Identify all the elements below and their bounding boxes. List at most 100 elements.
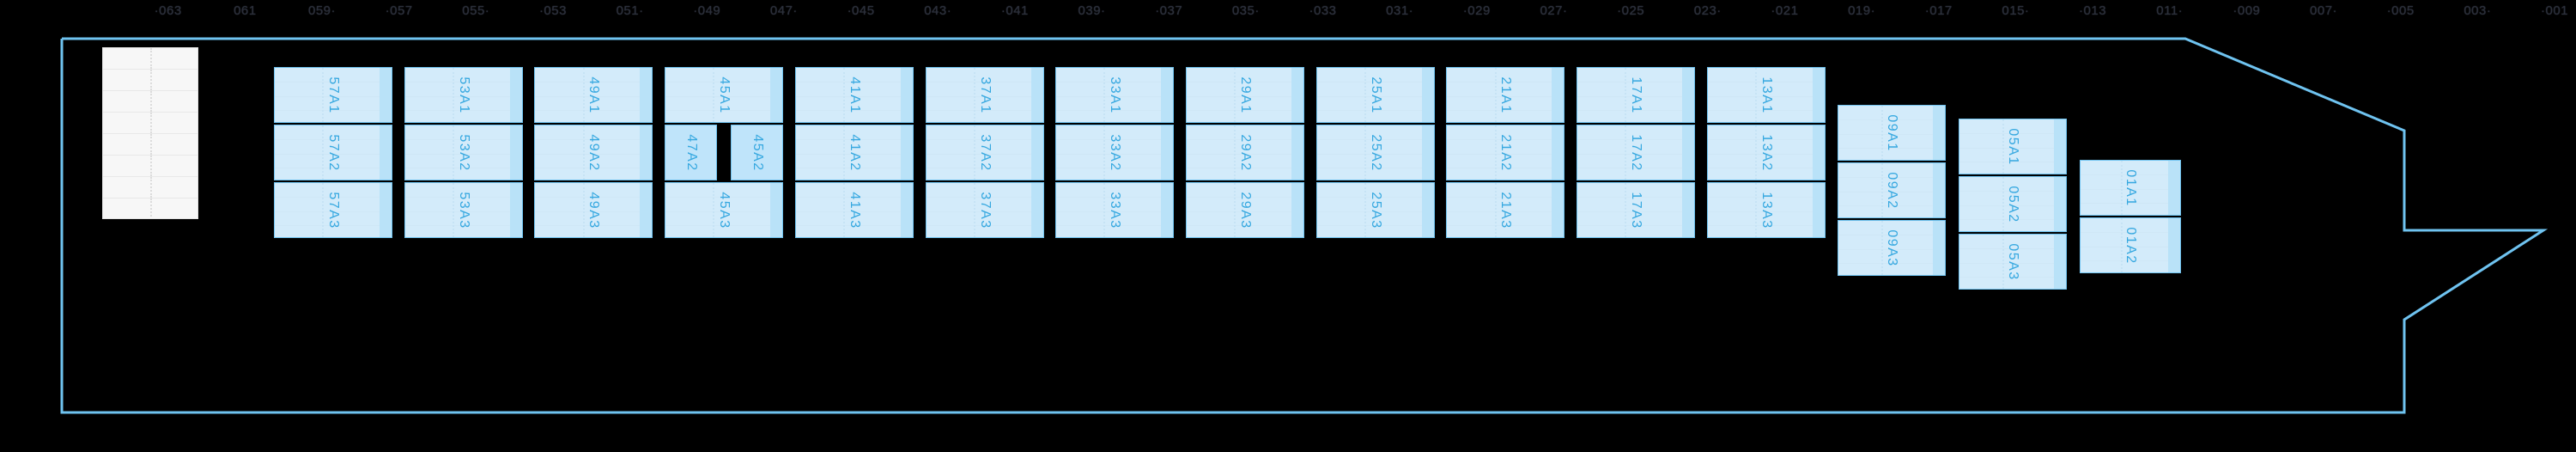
bay-number-label: ·001: [2540, 3, 2569, 18]
slot-divider: [1187, 139, 1303, 141]
container-cell-label: 29A2: [1237, 133, 1253, 172]
container-cell[interactable]: 41A2: [794, 125, 914, 180]
bay-49[interactable]: 49A1 49A2 49A3: [534, 67, 653, 240]
container-cell-label: 45A1: [717, 76, 732, 114]
container-cell[interactable]: 53A1: [404, 67, 523, 123]
slot-divider: [1959, 262, 2066, 264]
container-cell-label: 13A3: [1759, 191, 1774, 229]
deckhouse-centerline: [149, 48, 152, 69]
container-cell[interactable]: 41A1: [794, 67, 914, 123]
cell-centerline: [322, 125, 325, 180]
slot-divider: [1056, 224, 1174, 226]
container-cell[interactable]: 49A3: [534, 182, 653, 238]
container-cell[interactable]: 33A1: [1055, 67, 1175, 123]
slot-divider: [1577, 109, 1695, 111]
container-cell-label: 53A1: [456, 76, 471, 114]
container-cell[interactable]: 45A1: [665, 67, 784, 123]
container-cell[interactable]: 53A3: [404, 182, 523, 238]
slot-divider: [1707, 224, 1825, 226]
container-cell[interactable]: 17A3: [1577, 182, 1696, 238]
container-cell[interactable]: 25A2: [1315, 125, 1435, 180]
bay-29[interactable]: 29A1 29A2 29A3: [1186, 67, 1304, 240]
container-cell[interactable]: 09A3: [1837, 220, 1946, 276]
cell-cap-stripe: [1291, 125, 1303, 180]
container-cell[interactable]: 21A1: [1446, 67, 1565, 123]
container-cell[interactable]: 09A1: [1837, 105, 1946, 161]
container-cell[interactable]: 49A2: [534, 125, 653, 180]
container-cell[interactable]: 47A2: [665, 125, 718, 180]
slot-divider: [795, 109, 913, 111]
cell-centerline: [1625, 183, 1627, 237]
container-cell[interactable]: 29A1: [1186, 67, 1304, 123]
container-cell[interactable]: 13A1: [1706, 67, 1826, 123]
bay-number-label: ·045: [847, 3, 875, 18]
slot-divider: [1447, 153, 1564, 155]
cell-cap-stripe: [379, 183, 392, 237]
container-cell[interactable]: 13A3: [1706, 182, 1826, 238]
bay-number-label: ·017: [1924, 3, 1953, 18]
deckhouse-row: [102, 177, 198, 199]
container-cell[interactable]: 21A2: [1446, 125, 1565, 180]
cell-cap-stripe: [2167, 161, 2180, 215]
container-cell-label: 41A3: [847, 191, 862, 229]
container-cell-label: 49A2: [586, 133, 602, 172]
container-cell[interactable]: 57A2: [273, 125, 392, 180]
slot-divider: [1447, 197, 1564, 199]
container-cell[interactable]: 17A1: [1577, 67, 1696, 123]
container-cell-label: 57A2: [325, 133, 341, 172]
container-cell-label: 21A3: [1498, 191, 1514, 229]
slot-divider: [1838, 119, 1945, 121]
cell-cap-stripe: [1682, 183, 1695, 237]
container-cell[interactable]: 13A2: [1706, 125, 1826, 180]
container-cell[interactable]: 37A1: [925, 67, 1044, 123]
container-cell[interactable]: 25A3: [1315, 182, 1435, 238]
cell-centerline: [2121, 218, 2123, 272]
container-cell[interactable]: 57A1: [273, 67, 392, 123]
container-cell[interactable]: 25A1: [1315, 67, 1435, 123]
slot-divider: [795, 211, 913, 212]
container-cell[interactable]: 21A3: [1446, 182, 1565, 238]
container-cell[interactable]: 05A1: [1959, 119, 2067, 174]
cell-cap-stripe: [640, 183, 653, 237]
cell-centerline: [713, 183, 715, 237]
container-cell[interactable]: 17A2: [1577, 125, 1696, 180]
container-cell[interactable]: 05A2: [1959, 176, 2067, 232]
container-cell[interactable]: 29A2: [1186, 125, 1304, 180]
container-cell[interactable]: 05A3: [1959, 234, 2067, 290]
container-cell[interactable]: 01A2: [2080, 217, 2181, 273]
deckhouse-row: [103, 199, 197, 218]
container-cell[interactable]: 45A3: [665, 182, 784, 238]
container-cell[interactable]: 33A3: [1055, 182, 1175, 238]
container-cell-label: 33A1: [1108, 76, 1123, 114]
container-cell[interactable]: 53A2: [404, 125, 523, 180]
cell-cap-stripe: [1291, 68, 1303, 122]
container-cell-label: 37A1: [977, 76, 993, 114]
container-cell[interactable]: 49A1: [534, 67, 653, 123]
container-cell[interactable]: 33A2: [1055, 125, 1175, 180]
container-cell[interactable]: 57A3: [273, 182, 392, 238]
cell-centerline: [1364, 183, 1366, 237]
container-cell[interactable]: 45A2: [731, 125, 784, 180]
container-cell-label: 47A2: [683, 133, 699, 172]
container-cell[interactable]: 01A1: [2080, 160, 2181, 216]
container-cell[interactable]: 37A2: [925, 125, 1044, 180]
container-cell[interactable]: 09A2: [1837, 162, 1946, 218]
container-cell[interactable]: 29A3: [1186, 182, 1304, 238]
bay-57[interactable]: 57A1 57A2 57A3: [273, 67, 392, 240]
container-cell[interactable]: 41A3: [794, 182, 914, 238]
container-cell[interactable]: 37A3: [925, 182, 1044, 238]
bay-number-label: ·063: [154, 3, 182, 18]
slot-divider: [1838, 133, 1945, 135]
